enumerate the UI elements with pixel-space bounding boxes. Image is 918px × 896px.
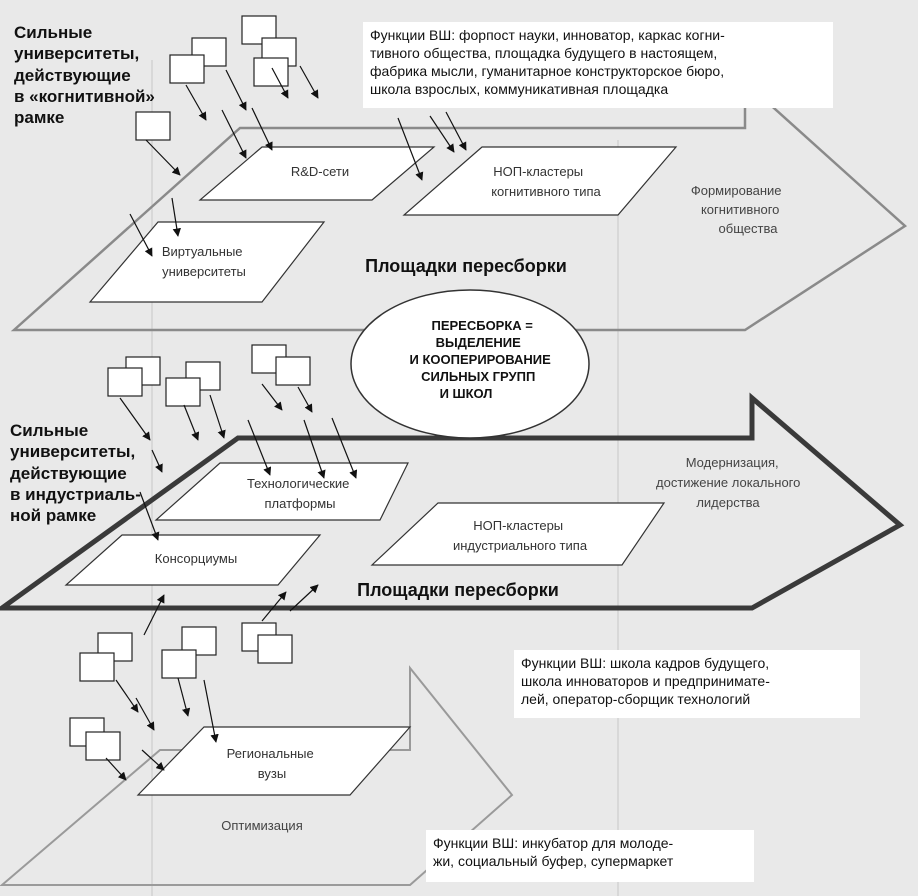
- label-line: в «когнитивной»: [14, 86, 155, 106]
- reassembly-middle-label: Площадки пересборки: [357, 580, 559, 600]
- strong-universities-cognitive-label: Сильные университеты, действующие в «ког…: [14, 22, 155, 128]
- func-line: Функции ВШ: форпост науки, инноватор, ка…: [370, 27, 725, 43]
- school-group: [161, 626, 217, 679]
- school-group: [251, 344, 311, 386]
- school-group: [241, 15, 297, 87]
- func-line: фабрика мысли, гуманитарное конструкторс…: [370, 63, 725, 79]
- label-line: ной рамке: [10, 506, 97, 525]
- label-line: Сильные: [14, 23, 93, 42]
- modernization-arrow: [0, 392, 905, 611]
- label-line: Сильные: [10, 421, 89, 440]
- top-arrow-caption: Формирование когнитивного общества: [691, 183, 785, 236]
- school-group: [69, 717, 121, 761]
- func-line: школа взрослых, коммуникативная площадка: [370, 81, 669, 97]
- func-line: Функции ВШ: школа кадров будущего,: [521, 655, 770, 671]
- platform-rd-networks: [198, 146, 436, 201]
- label-line: университеты,: [14, 44, 140, 64]
- functions-bottom-box: Функции ВШ: инкубатор для молоде- жи, со…: [426, 830, 754, 882]
- platform-nop-cognitive: [402, 146, 678, 216]
- platform-nop-industrial-label: НОП-кластеры индустриального типа: [453, 518, 588, 553]
- platform-virtual-universities: [88, 221, 326, 303]
- functions-top-box: Функции ВШ: форпост науки, инноватор, ка…: [363, 22, 833, 108]
- school-group: [241, 622, 293, 664]
- func-line: жи, социальный буфер, супермаркет: [433, 853, 674, 869]
- label-line: университеты,: [10, 442, 136, 462]
- reassembly-ellipse: [350, 289, 590, 439]
- platform-consortia: [64, 534, 322, 586]
- school-group: [169, 37, 227, 84]
- platform-tech: [154, 462, 409, 521]
- school-group: [79, 632, 133, 682]
- platform-tech-label: Технологические платформы: [247, 476, 353, 511]
- platform-rd-label: R&D-сети: [291, 164, 349, 179]
- label-line: в индустриаль-: [10, 484, 141, 504]
- platform-regional: [136, 726, 412, 796]
- label-line: действующие: [14, 65, 131, 85]
- middle-arrow-caption: Модернизация, достижение локального лиде…: [656, 455, 804, 510]
- connector-arrows: [105, 65, 467, 781]
- platform-regional-label: Региональные вузы: [227, 746, 318, 781]
- school-group: [165, 361, 221, 407]
- ellipse-text: ПЕРЕСБОРКА = ВЫДЕЛЕНИЕ И КООПЕРИРОВАНИЕ …: [410, 318, 555, 401]
- school-group: [135, 111, 171, 141]
- bottom-arrow-caption: Оптимизация: [221, 818, 303, 833]
- label-line: рамке: [14, 108, 65, 127]
- reassembly-top-label: Площадки пересборки: [365, 256, 567, 276]
- platform-consortia-label: Консорциумы: [155, 551, 237, 566]
- strong-universities-industrial-label: Сильные университеты, действующие в инду…: [10, 420, 141, 526]
- func-line: лей, оператор-сборщик технологий: [521, 691, 751, 707]
- platform-nop-cognitive-label: НОП-кластеры когнитивного типа: [491, 164, 601, 199]
- optimization-arrow: [0, 665, 514, 886]
- func-line: тивного общества, площадка будущего в на…: [370, 45, 718, 61]
- functions-middle-box: Функции ВШ: школа кадров будущего, школа…: [514, 650, 860, 718]
- func-line: Функции ВШ: инкубатор для молоде-: [433, 835, 674, 851]
- func-line: школа инноваторов и предпринимате-: [521, 673, 770, 689]
- platform-nop-industrial: [370, 502, 666, 566]
- label-line: действующие: [10, 463, 127, 483]
- school-group: [107, 356, 161, 397]
- platform-virtual-label: Виртуальные университеты: [162, 244, 246, 279]
